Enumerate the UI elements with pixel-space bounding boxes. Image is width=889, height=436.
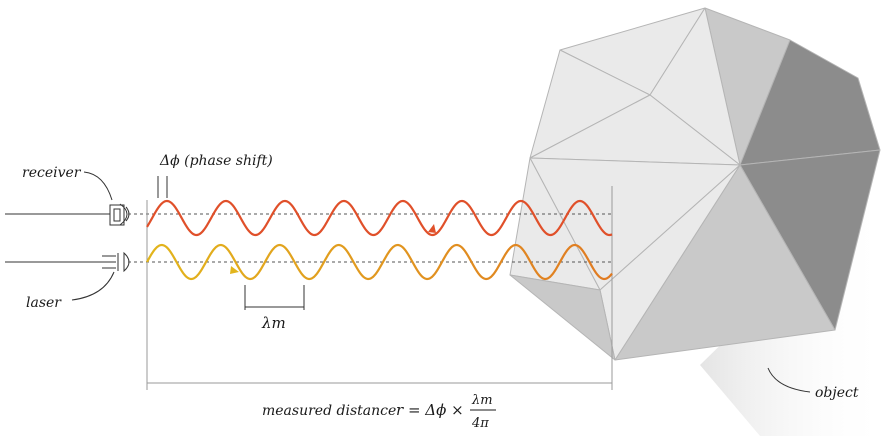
formula-lhs: r = Δϕ × (396, 401, 464, 419)
emitted-wave (146, 243, 613, 281)
measured-distance-label: measured distance (262, 403, 396, 419)
wavelength-bracket (244, 285, 305, 310)
object-label: object (815, 385, 859, 401)
emitted-wave-arrow (230, 266, 239, 274)
receiver-device-icon (5, 203, 130, 226)
formula-numerator: λm (471, 393, 493, 408)
received-wave-arrow (428, 224, 436, 233)
laser-emitter-icon (5, 251, 130, 273)
phase-shift-label: Δϕ (phase shift) (159, 153, 273, 169)
formula-denominator: 4π (471, 416, 489, 431)
laser-leader (71, 271, 115, 301)
laser-label: laser (26, 295, 62, 311)
phase-shift-bracket (157, 176, 168, 198)
receiver-label: receiver (22, 165, 82, 181)
object-leader (767, 367, 811, 393)
wavelength-label: λm (261, 314, 286, 332)
receiver-leader (83, 171, 113, 201)
object-polyhedron (509, 7, 881, 361)
received-wave (146, 199, 613, 237)
